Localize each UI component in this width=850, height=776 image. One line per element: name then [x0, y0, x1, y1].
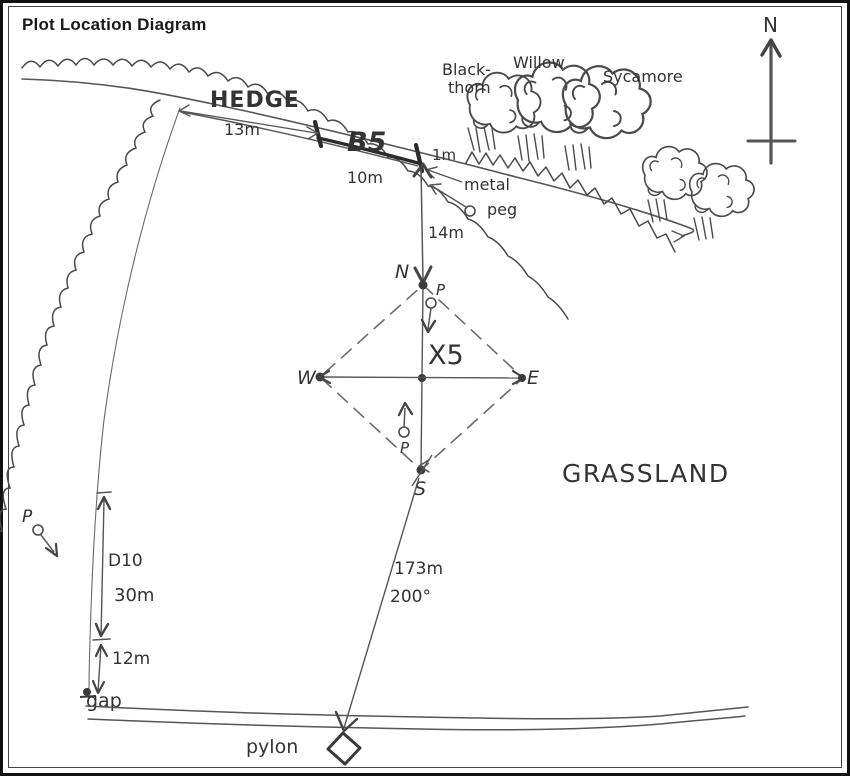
tree-label-blackthorn-line1: Black-: [442, 60, 491, 79]
peg-marker-north: [420, 297, 437, 334]
measurement-10m: 10m: [347, 168, 383, 187]
tree-sycamore: [561, 65, 652, 171]
plot-south-tick: [411, 454, 433, 487]
gap-marker: [79, 688, 97, 698]
annotation-pylon: pylon: [246, 736, 298, 758]
annotation-gap: gap: [86, 690, 122, 712]
peg-marker-south: [397, 401, 414, 438]
plot-label-east: E: [527, 367, 539, 389]
measurement-d10: D10: [108, 551, 143, 571]
annotation-metal-peg-line1: metal: [464, 175, 510, 194]
tree-right-2: [688, 162, 755, 241]
measurement-173m: 173m: [394, 559, 443, 579]
hedge-label: HEDGE: [210, 88, 300, 113]
tree-willow: [513, 61, 601, 162]
left-field-edge: [88, 107, 181, 695]
measurement-13m: 13m: [224, 120, 260, 139]
measurement-14m: 14m: [428, 223, 464, 242]
compass-rose: N: [746, 13, 797, 165]
bottom-track: [85, 705, 749, 731]
peg-label-left: P: [22, 507, 33, 527]
annotation-metal-peg-line2: peg: [487, 200, 517, 219]
bearing-line-to-pylon: [334, 477, 420, 733]
measurement-1m: 1m: [432, 146, 456, 164]
peg-marker-left: [32, 524, 59, 558]
plot-label-west: W: [297, 367, 317, 389]
page-title: Plot Location Diagram: [22, 15, 207, 34]
tree-label-sycamore: Sycamore: [603, 67, 683, 86]
dimension-d10-30m: [92, 491, 112, 641]
field-label-grassland: GRASSLAND: [562, 459, 730, 488]
measurement-12m: 12m: [112, 649, 150, 669]
top-hedge-scallops: [21, 57, 569, 320]
plot-b5-segment: [181, 111, 425, 174]
road-boundary-line: [21, 78, 695, 243]
pylon-symbol: [326, 731, 362, 766]
plot-code-b5: B5: [347, 127, 386, 158]
tree-label-willow: Willow: [513, 53, 565, 72]
compass-north-label: N: [763, 13, 778, 37]
right-hedge-zigzag: [465, 151, 676, 253]
measurement-bearing-200: 200°: [390, 587, 431, 607]
inner-border: [8, 6, 842, 768]
plot-axis-west-east: [315, 369, 526, 386]
plot-centre-code-x5: X5: [428, 340, 464, 371]
peg-label-north: P: [436, 281, 446, 299]
tree-right-1: [641, 145, 708, 223]
dimension-13m: [178, 104, 319, 140]
tree-blackthorn: [466, 71, 542, 153]
tree-label-blackthorn-line2: thorn: [448, 78, 491, 97]
measurement-30m: 30m: [114, 585, 154, 606]
left-hedge-scallops: [0, 99, 161, 554]
peg-label-south: P: [400, 439, 410, 457]
plot-label-north: N: [395, 261, 409, 283]
dimension-12m: [91, 643, 109, 695]
